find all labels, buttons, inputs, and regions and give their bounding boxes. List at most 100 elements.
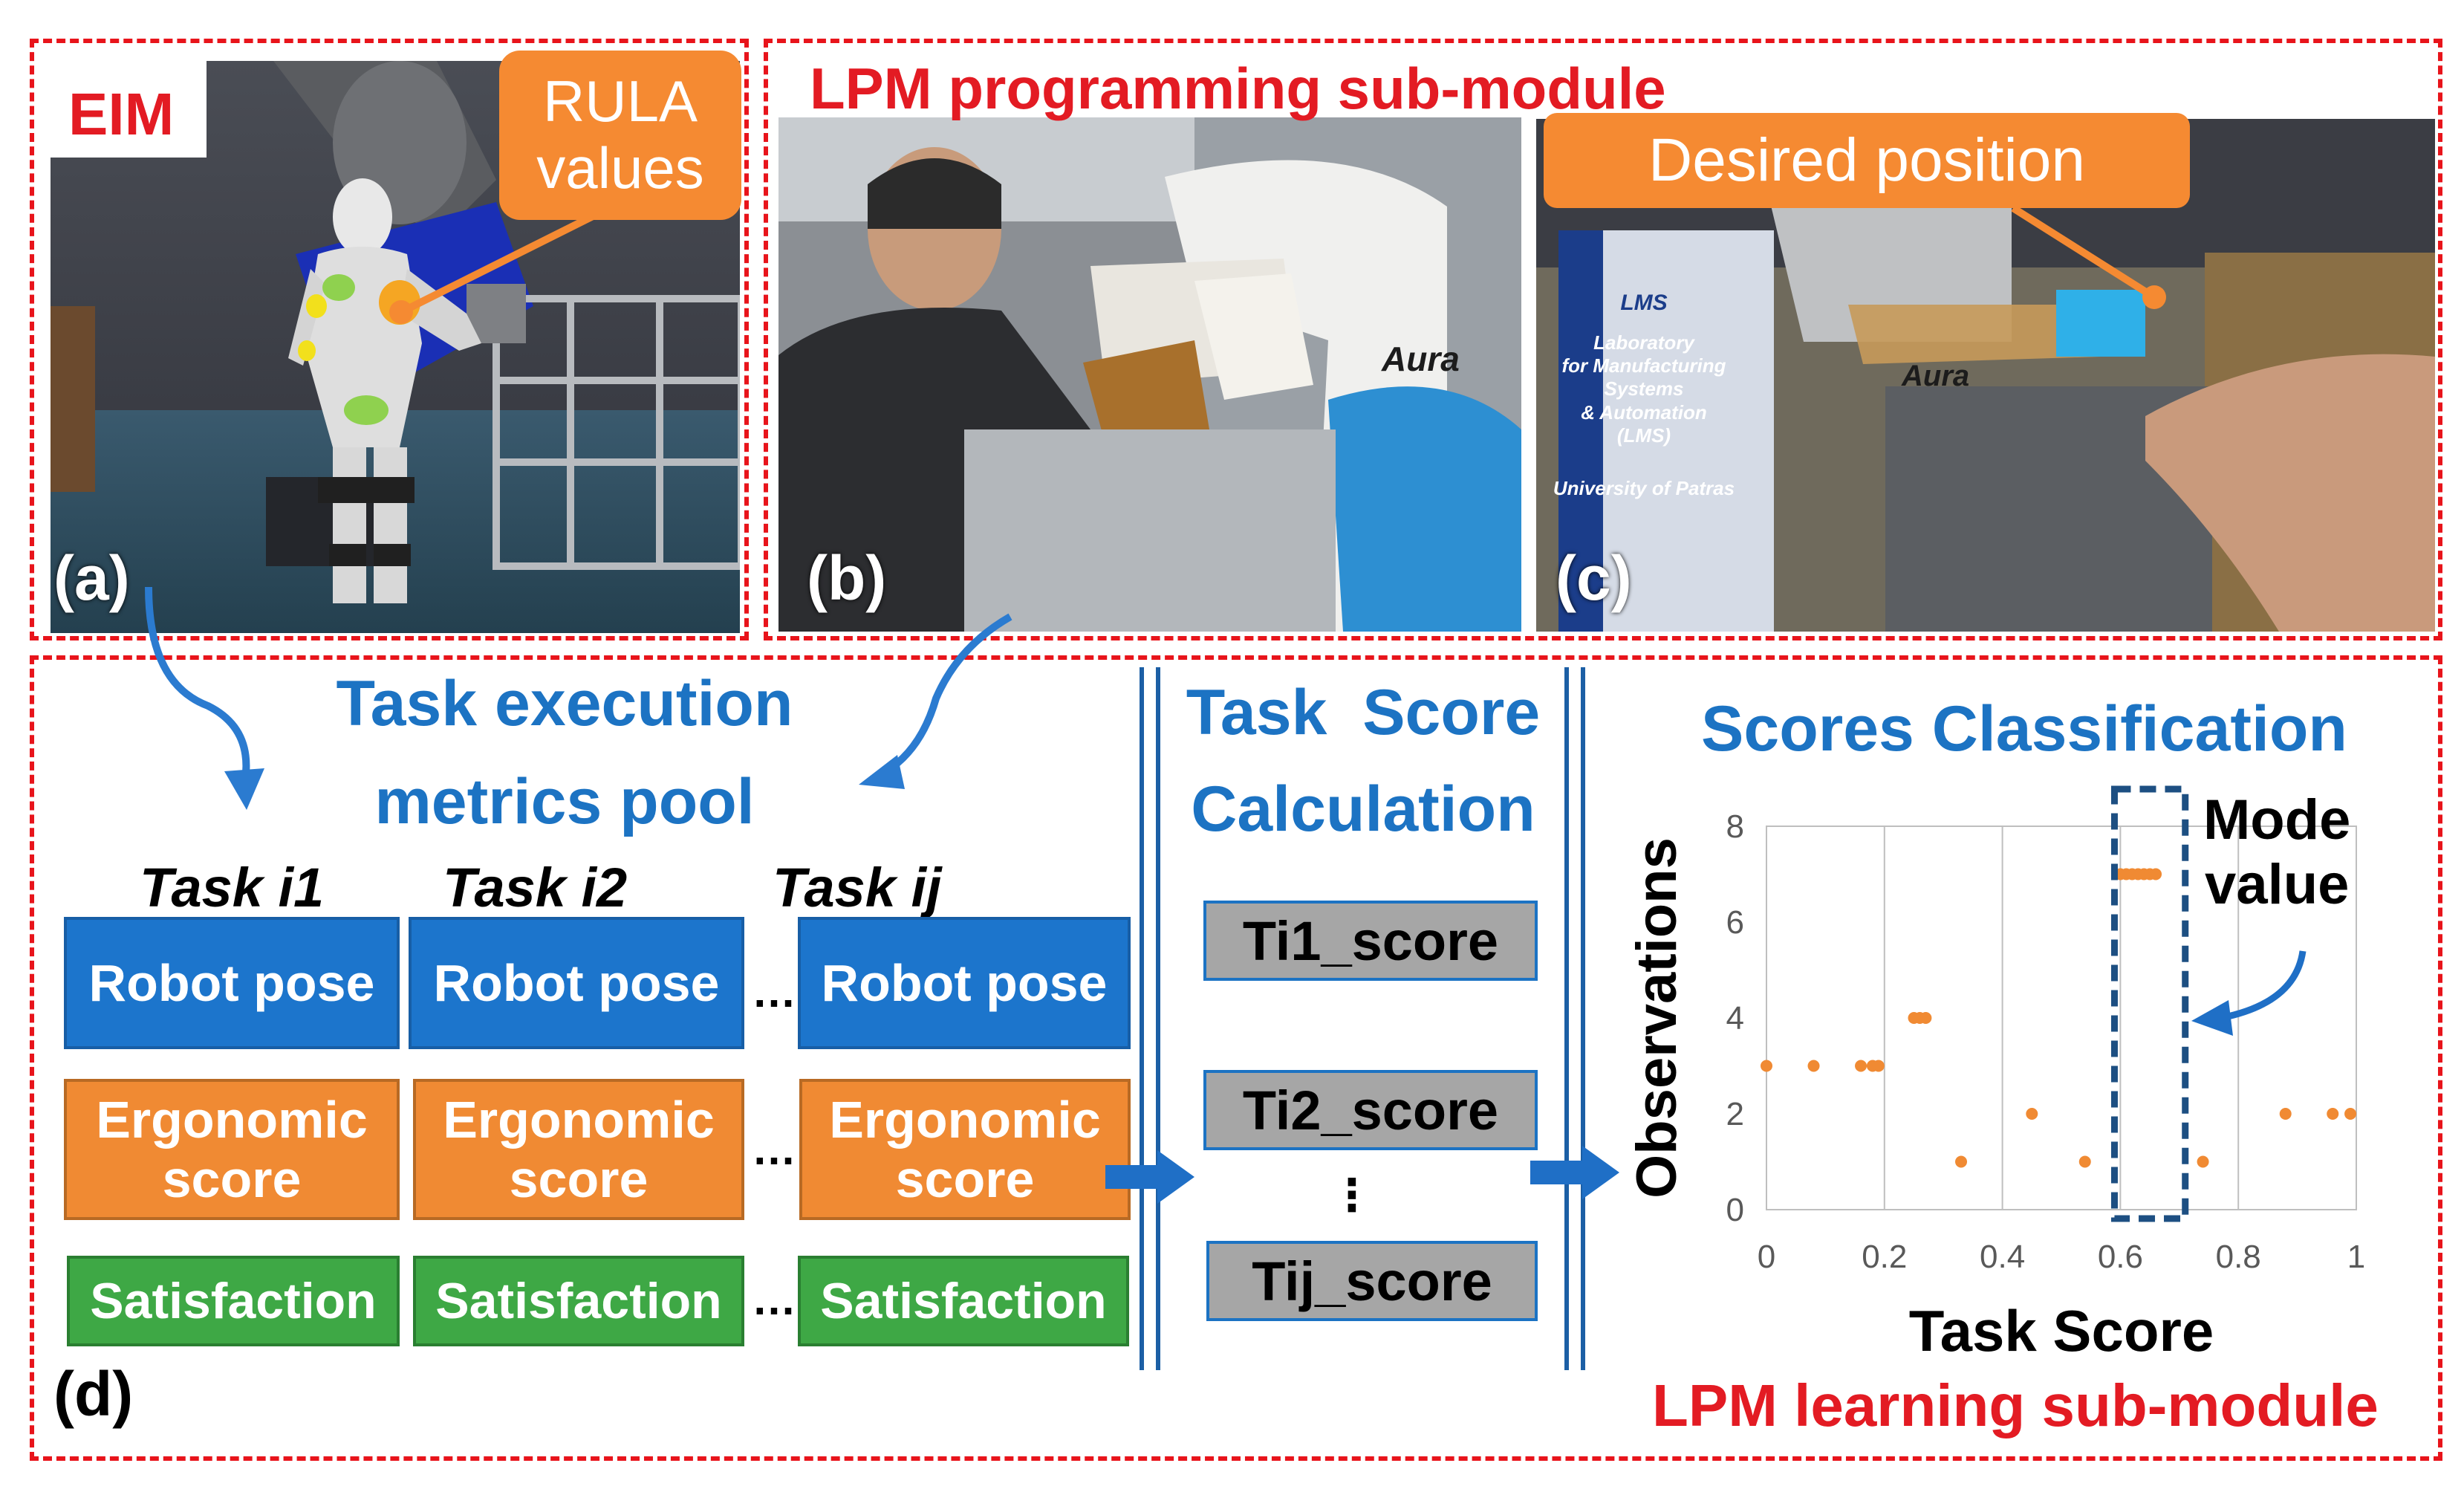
robot-pose-box: Robot pose [798, 917, 1131, 1049]
simulation-image [51, 61, 740, 633]
mode-label: Mode value [2203, 788, 2350, 918]
ellipsis-sat: … [752, 1274, 796, 1324]
data-point [2150, 868, 2162, 880]
x-tick-label: 1 [2347, 1239, 2365, 1275]
programming-frame [764, 39, 2442, 640]
classification-title: Scores Classification [1701, 693, 2347, 765]
bottom-frame [30, 655, 2442, 1461]
y-axis-label: Observations [1625, 837, 1688, 1199]
data-point [1761, 1060, 1772, 1072]
y-tick-label: 4 [1726, 1000, 1744, 1037]
desired-position-callout: Desired position [1544, 113, 2190, 208]
score-box: Ti2_score [1203, 1070, 1538, 1150]
arrow-to-classification [1530, 1146, 1619, 1199]
task-header-i2: Task i2 [443, 857, 628, 918]
task-header-i1: Task i1 [140, 857, 325, 918]
lms-line-2: for Manufacturing [1561, 354, 1726, 377]
arrow-from-eim [145, 586, 264, 810]
simulation-scene [51, 61, 740, 633]
x-tick-label: 0.6 [2098, 1239, 2143, 1275]
panel-tag-a: (a) [53, 543, 130, 613]
y-tick-label: 6 [1726, 904, 1744, 941]
programming-title: LPM programming sub-module [810, 56, 1666, 121]
rula-pointer [389, 204, 611, 324]
operator-photo [778, 117, 1521, 632]
data-point [2197, 1155, 2209, 1168]
data-point [2344, 1108, 2357, 1120]
lms-poster: LMS Laboratory for Manufacturing Systems… [1551, 290, 1737, 500]
divider-line [1581, 667, 1585, 1370]
ergonomic-label-line2: score [162, 1150, 302, 1208]
satisfaction-label: Satisfaction [90, 1272, 377, 1329]
task-header-ij: Task ij [773, 857, 942, 918]
mode-highlight-box [2110, 785, 2189, 1222]
data-point [2327, 1108, 2339, 1120]
desired-position-pointer [2011, 204, 2166, 309]
satisfaction-box: Satisfaction [67, 1256, 400, 1346]
arrow-from-programming [859, 613, 1012, 789]
eim-frame [30, 39, 749, 640]
university-text: University of Patras [1553, 476, 1735, 499]
rula-callout: RULA values [499, 51, 741, 220]
data-point [1919, 1012, 1932, 1024]
eim-label-box [51, 61, 207, 158]
data-point [1855, 1060, 1867, 1072]
y-tick-label: 0 [1726, 1192, 1744, 1228]
robot-pose-label: Robot pose [433, 953, 720, 1012]
ellipsis-ergo: … [752, 1124, 796, 1174]
robot-pose-box: Robot pose [409, 917, 744, 1049]
data-point [1955, 1155, 1968, 1168]
ellipsis-pose: … [752, 967, 796, 1016]
calc-title-line1: Task Score [1186, 677, 1541, 748]
score-box: Tij_score [1206, 1241, 1538, 1321]
score-label: Ti1_score [1242, 909, 1499, 972]
lms-line-5: (LMS) [1616, 424, 1671, 447]
ergonomic-label-line2: score [895, 1150, 1035, 1208]
vertical-ellipsis: ⋮ [1330, 1170, 1374, 1220]
ergonomic-label-line1: Ergonomic [96, 1090, 368, 1149]
lms-logo-text: LMS [1620, 291, 1668, 315]
satisfaction-box: Satisfaction [413, 1256, 744, 1346]
x-tick-label: 0.2 [1862, 1239, 1907, 1275]
x-tick-label: 0.8 [2216, 1239, 2261, 1275]
robot-pose-label: Robot pose [821, 953, 1108, 1012]
lms-line-4: & Automation [1581, 400, 1707, 424]
data-point [1872, 1060, 1885, 1072]
robot-pose-box: Robot pose [64, 917, 400, 1049]
lms-line-1: Laboratory [1593, 331, 1694, 354]
divider-line [1140, 667, 1144, 1370]
lms-line-3: Systems [1604, 377, 1684, 400]
score-box: Ti1_score [1203, 901, 1538, 981]
ergonomic-label-line2: score [509, 1150, 648, 1208]
arrow-to-calc [1105, 1150, 1194, 1204]
mode-label-line2: value [2205, 853, 2350, 917]
data-point [2279, 1108, 2292, 1120]
panel-tag-d: (d) [53, 1359, 134, 1429]
score-label: Ti2_score [1242, 1079, 1499, 1141]
x-tick-label: 0.4 [1980, 1239, 2025, 1275]
divider-line [1156, 667, 1160, 1370]
divider-line [1564, 667, 1569, 1370]
ergonomic-label-line1: Ergonomic [443, 1090, 715, 1149]
data-point [2026, 1108, 2038, 1120]
satisfaction-label: Satisfaction [820, 1272, 1107, 1329]
x-axis-label: Task Score [1909, 1298, 2214, 1363]
aura-label-b: Aura [1382, 340, 1460, 378]
panel-tag-c: (c) [1556, 543, 1632, 613]
pool-title-line1: Task execution [336, 668, 793, 739]
operator-scene [778, 117, 1521, 632]
robot-pose-label: Robot pose [88, 953, 375, 1012]
data-point [2078, 1155, 2091, 1168]
panel-tag-b: (b) [807, 543, 887, 613]
eim-label: EIM [68, 81, 175, 147]
rula-callout-text: RULA values [536, 68, 704, 201]
mode-pointer-arrow [2191, 950, 2307, 1036]
learning-title: LPM learning sub-module [1652, 1372, 2379, 1439]
data-point [1807, 1060, 1820, 1072]
